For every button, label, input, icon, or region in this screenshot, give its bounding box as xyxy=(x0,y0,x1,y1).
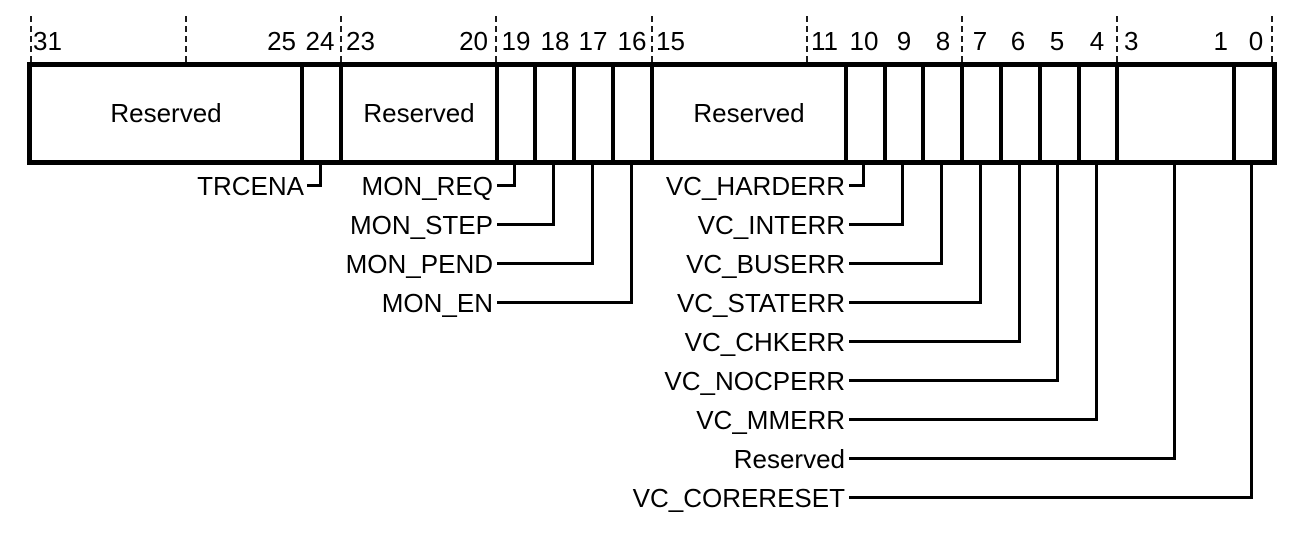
connector-line xyxy=(901,163,904,226)
nibble-tick xyxy=(30,16,32,62)
nibble-tick xyxy=(651,16,653,62)
reserved-field-23-20: Reserved xyxy=(363,98,475,128)
connector-line xyxy=(552,163,555,226)
cell-separator xyxy=(533,67,537,160)
field-label: VC_STATERR xyxy=(676,288,845,318)
bit-number-16: 16 xyxy=(617,26,647,56)
field-label: Reserved xyxy=(733,444,845,474)
cell-separator xyxy=(611,67,615,160)
field-label: TRCENA xyxy=(197,171,304,201)
connector-line xyxy=(849,379,1059,382)
cell-separator xyxy=(883,67,887,160)
cell-separator xyxy=(921,67,925,160)
nibble-tick xyxy=(495,16,497,62)
connector-line xyxy=(849,262,943,265)
connector-line xyxy=(513,163,516,187)
connector-line xyxy=(849,340,1021,343)
bit-number-19: 19 xyxy=(501,26,531,56)
connector-line xyxy=(591,163,594,265)
bit-number-10: 10 xyxy=(849,26,879,56)
field-label: MON_EN xyxy=(381,288,493,318)
connector-line xyxy=(849,223,904,226)
cell-separator xyxy=(650,67,654,160)
connector-line xyxy=(307,184,322,187)
connector-line xyxy=(1018,163,1021,343)
connector-line xyxy=(630,163,633,304)
bit-number-15: 15 xyxy=(656,26,685,56)
cell-separator xyxy=(1232,67,1236,160)
bit-number-3: 3 xyxy=(1124,26,1139,56)
connector-line xyxy=(849,496,1253,499)
cell-separator xyxy=(300,67,304,160)
bit-number-5: 5 xyxy=(1049,26,1065,56)
field-label: VC_CHKERR xyxy=(684,327,845,357)
bit-number-6: 6 xyxy=(1010,26,1026,56)
reserved-field-15-11: Reserved xyxy=(693,98,805,128)
connector-line xyxy=(1250,163,1253,499)
cell-separator xyxy=(1077,67,1081,160)
cell-separator xyxy=(1115,67,1119,160)
connector-line xyxy=(979,163,982,304)
cell-separator xyxy=(495,67,499,160)
connector-line xyxy=(849,418,1098,421)
connector-line xyxy=(849,457,1176,460)
connector-line xyxy=(497,301,633,304)
field-label: VC_CORERESET xyxy=(632,483,845,513)
connector-line xyxy=(497,184,516,187)
bit-number-24: 24 xyxy=(305,26,335,56)
cell-separator xyxy=(844,67,848,160)
nibble-tick xyxy=(806,16,808,62)
bit-number-0: 0 xyxy=(1248,26,1264,56)
cell-separator xyxy=(960,67,964,160)
field-label: VC_BUSERR xyxy=(686,249,845,279)
cell-separator xyxy=(339,67,343,160)
cell-separator xyxy=(572,67,576,160)
connector-line xyxy=(940,163,943,265)
field-label: VC_MMERR xyxy=(696,405,845,435)
field-label: VC_NOCPERR xyxy=(664,366,845,396)
field-label: MON_REQ xyxy=(361,171,493,201)
connector-line xyxy=(1173,163,1176,460)
nibble-tick xyxy=(1271,16,1273,62)
nibble-tick xyxy=(185,16,187,62)
field-label: MON_STEP xyxy=(349,210,493,240)
connector-line xyxy=(497,262,594,265)
bit-number-8: 8 xyxy=(935,26,951,56)
nibble-tick xyxy=(1116,16,1118,62)
connector-line xyxy=(1056,163,1059,382)
bit-number-20: 20 xyxy=(459,26,488,56)
field-label: VC_INTERR xyxy=(697,210,845,240)
connector-line xyxy=(862,163,865,187)
connector-line xyxy=(497,223,555,226)
bit-number-18: 18 xyxy=(540,26,570,56)
reserved-field-31-25: Reserved xyxy=(110,98,222,128)
bit-number-1: 1 xyxy=(1213,26,1228,56)
field-label: MON_PEND xyxy=(345,249,493,279)
field-label: VC_HARDERR xyxy=(665,171,845,201)
cell-separator xyxy=(999,67,1003,160)
connector-line xyxy=(319,163,322,187)
bit-number-23: 23 xyxy=(346,26,375,56)
register-box: Reserved Reserved Reserved xyxy=(27,62,1277,165)
bit-number-9: 9 xyxy=(896,26,912,56)
nibble-tick xyxy=(961,16,963,62)
bit-number-25: 25 xyxy=(267,26,296,56)
bit-number-31: 31 xyxy=(33,26,62,56)
bit-number-4: 4 xyxy=(1089,26,1105,56)
cell-separator xyxy=(1038,67,1042,160)
bit-number-7: 7 xyxy=(972,26,988,56)
connector-line xyxy=(849,184,865,187)
connector-line xyxy=(849,301,982,304)
nibble-tick xyxy=(340,16,342,62)
bit-number-17: 17 xyxy=(578,26,608,56)
bit-number-11: 11 xyxy=(811,26,838,56)
connector-line xyxy=(1095,163,1098,421)
